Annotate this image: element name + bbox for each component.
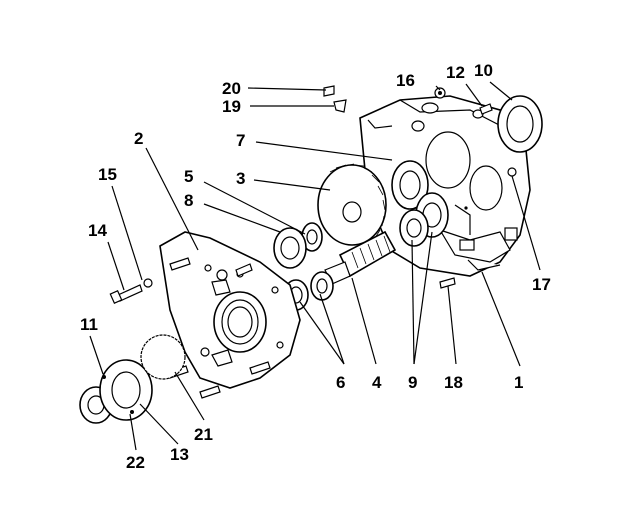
screw-part-17 [507,167,517,177]
plug-20 [323,85,335,97]
label-12: 12 [446,63,465,82]
label-5: 5 [184,167,193,186]
seal-ring [497,95,543,153]
cover-plate [159,231,301,389]
fitting-19 [333,99,347,113]
label-2: 2 [134,129,143,148]
label-1: 1 [514,373,523,392]
label-4: 4 [372,373,382,392]
label-8: 8 [184,191,193,210]
label-6: 6 [336,373,345,392]
label-13: 13 [170,445,189,464]
label-11: 11 [80,315,98,334]
part-labels: 20 19 16 12 10 7 3 5 8 2 15 14 11 6 4 9 … [80,61,551,472]
planet-gears [391,160,449,247]
label-9: 9 [408,373,417,392]
label-16: 16 [396,71,415,90]
label-3: 3 [236,169,245,188]
label-22: 22 [126,453,145,472]
label-7: 7 [236,131,245,150]
dowel-pin-18 [439,277,456,289]
leader-lines [89,81,541,451]
pin-part [479,103,493,115]
seal-assembly [79,334,186,424]
label-17: 17 [532,275,551,294]
label-20: 20 [222,79,241,98]
label-21: 21 [194,425,213,444]
label-15: 15 [98,165,117,184]
label-10: 10 [474,61,493,80]
label-18: 18 [444,373,463,392]
label-19: 19 [222,97,241,116]
label-14: 14 [88,221,107,240]
helical-gear [317,163,387,246]
